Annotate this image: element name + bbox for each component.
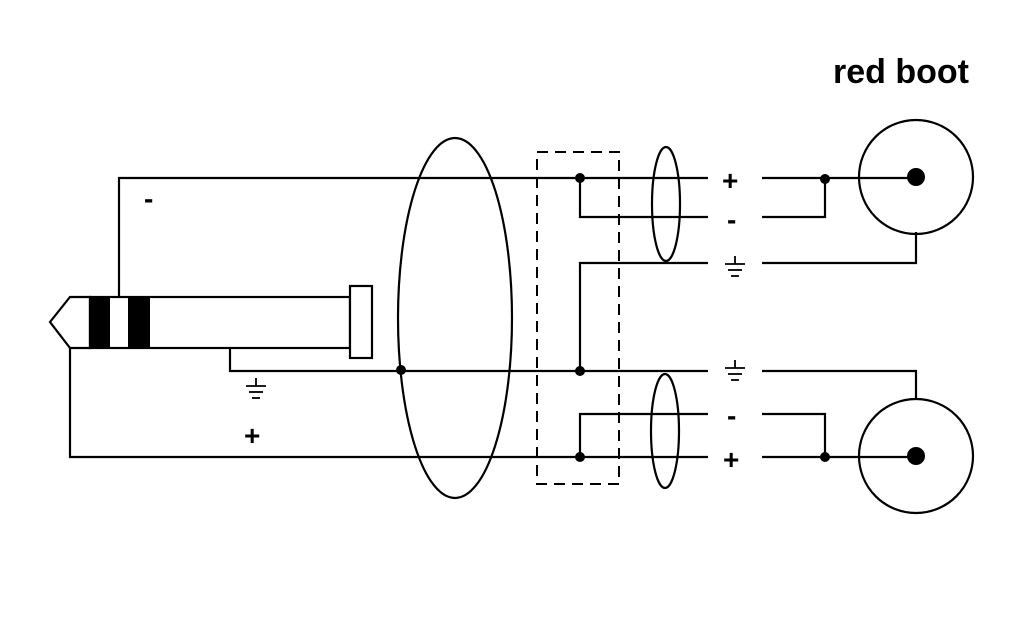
jack-ring-stripe-1 xyxy=(90,297,110,348)
wire-rca-top-ground xyxy=(762,232,918,265)
cable-bottom-ellipse xyxy=(649,372,681,490)
diagram-title: red boot xyxy=(833,53,969,91)
rca-bottom-pin xyxy=(907,447,925,465)
rca-connector-top xyxy=(857,118,975,236)
label-plus-left: + xyxy=(244,420,260,451)
jack-tip xyxy=(48,295,92,350)
wire-rca-top-minus xyxy=(762,178,827,219)
junction-dot xyxy=(396,365,406,375)
rca-connector-bottom xyxy=(857,397,975,515)
label-minus-bottom: - xyxy=(727,400,736,431)
ground-symbol-icon xyxy=(246,378,266,399)
jack-ring-stripe-2 xyxy=(128,297,150,348)
junction-dot xyxy=(575,452,585,462)
label-plus-top: + xyxy=(722,165,738,196)
cable-top-ellipse xyxy=(650,145,682,263)
stereo-jack-plug xyxy=(48,284,374,360)
wire-branch-ground-top xyxy=(578,261,708,371)
wire-branch-top-minus xyxy=(578,178,708,219)
rca-bottom-body xyxy=(857,397,975,515)
junction-dot xyxy=(575,366,585,376)
rca-top-pin xyxy=(907,168,925,186)
wire-rca-bottom-ground xyxy=(762,369,918,399)
label-plus-bottom: + xyxy=(723,444,739,475)
jack-sleeve-collar xyxy=(348,284,374,360)
split-junction-box xyxy=(536,151,620,485)
wire-rca-bottom-minus xyxy=(762,412,827,457)
junction-dot xyxy=(575,173,585,183)
junction-dot xyxy=(820,452,830,462)
ground-symbol-icon xyxy=(725,360,745,381)
rca-top-body xyxy=(857,118,975,236)
label-minus-left: - xyxy=(144,183,153,214)
ground-symbol-icon xyxy=(725,256,745,277)
junction-dot xyxy=(820,174,830,184)
label-minus-top: - xyxy=(727,204,736,235)
wire-ground-mid xyxy=(228,348,708,373)
wire-branch-bottom-minus xyxy=(578,412,708,457)
wire-minus-top xyxy=(117,176,708,297)
cable-jacket-ellipse xyxy=(396,136,514,500)
wire-plus-bottom xyxy=(68,348,708,459)
